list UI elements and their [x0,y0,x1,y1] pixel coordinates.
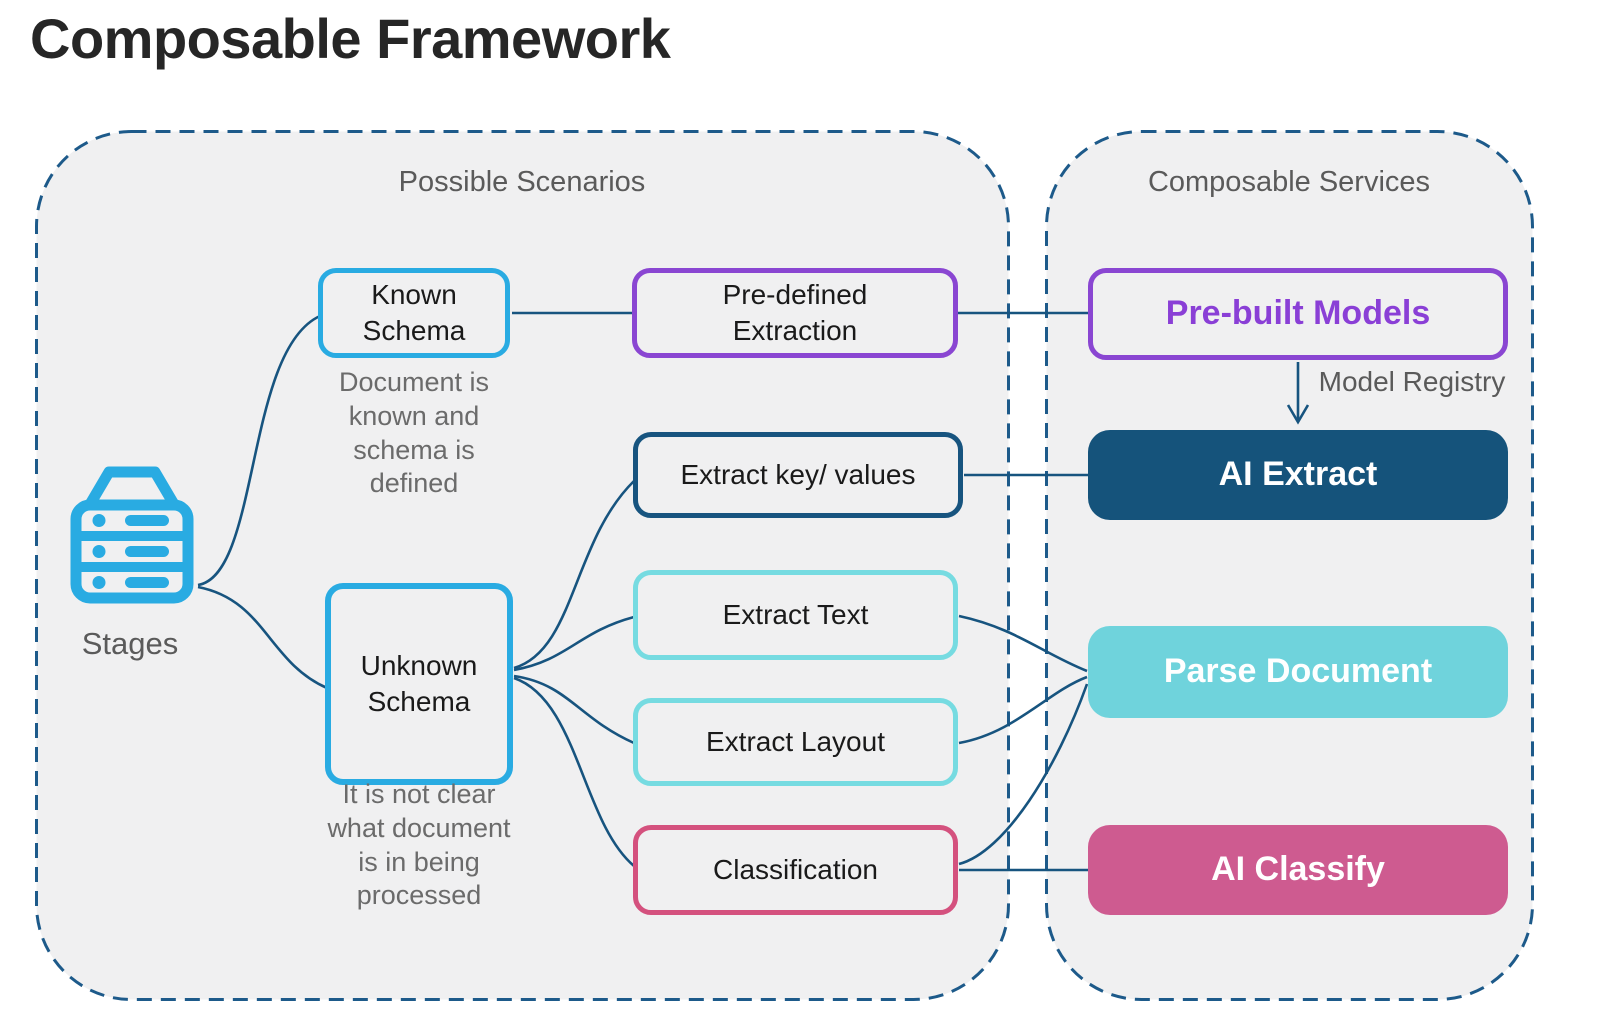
model-registry-label: Model Registry [1318,366,1506,397]
node-extract-layout: Extract Layout [633,698,958,786]
connector-classification-parse [958,683,1089,866]
unknown-schema-label: Unknown Schema [360,650,478,717]
page-title: Composable Framework [30,7,671,70]
prebuilt-models-label: Pre-built Models [1165,294,1431,333]
node-predefined-extraction: Pre-defined Extraction [632,268,958,358]
ai-extract-label: AI Extract [1218,455,1378,494]
predefined-extraction-label: Pre-defined Extraction [722,279,868,346]
node-extract-key-values: Extract key/ values [633,432,963,518]
node-known-schema: Known Schema [318,268,510,358]
known-schema-label: Known Schema [362,279,466,346]
server-stack-icon [63,458,201,604]
possible-scenarios-label: Possible Scenarios [398,166,646,198]
composable-services-label: Composable Services [1147,166,1431,198]
node-classification: Classification [633,825,958,915]
extract-key-values-label: Extract key/ values [680,459,916,491]
connector-stages-known-schema [197,314,321,587]
arrow-down-icon [1286,404,1310,425]
connector-unknown-extractlayout [513,674,635,745]
node-extract-text: Extract Text [633,570,958,660]
node-ai-extract: AI Extract [1088,430,1508,520]
node-parse-document: Parse Document [1088,626,1508,718]
connector-unknown-classification [513,676,635,867]
connector-stages-unknown-schema [197,585,328,690]
connector-unknown-extracttext [513,615,635,672]
known-schema-note: Document is known and schema is defined [338,367,490,499]
extract-text-label: Extract Text [722,599,869,631]
stages-label: Stages [81,626,179,661]
unknown-schema-note: It is not clear what document is in bein… [327,779,511,911]
node-unknown-schema: Unknown Schema [325,583,513,785]
connector-extractlayout-parse [958,675,1088,745]
extract-layout-label: Extract Layout [706,726,885,758]
node-ai-classify: AI Classify [1088,825,1508,915]
node-prebuilt-models: Pre-built Models [1088,268,1508,360]
connector-extracttext-parse [958,614,1088,673]
parse-document-label: Parse Document [1163,652,1433,691]
classification-label: Classification [713,854,878,886]
connector-unknown-extractkv [513,480,635,670]
ai-classify-label: AI Classify [1211,850,1385,889]
